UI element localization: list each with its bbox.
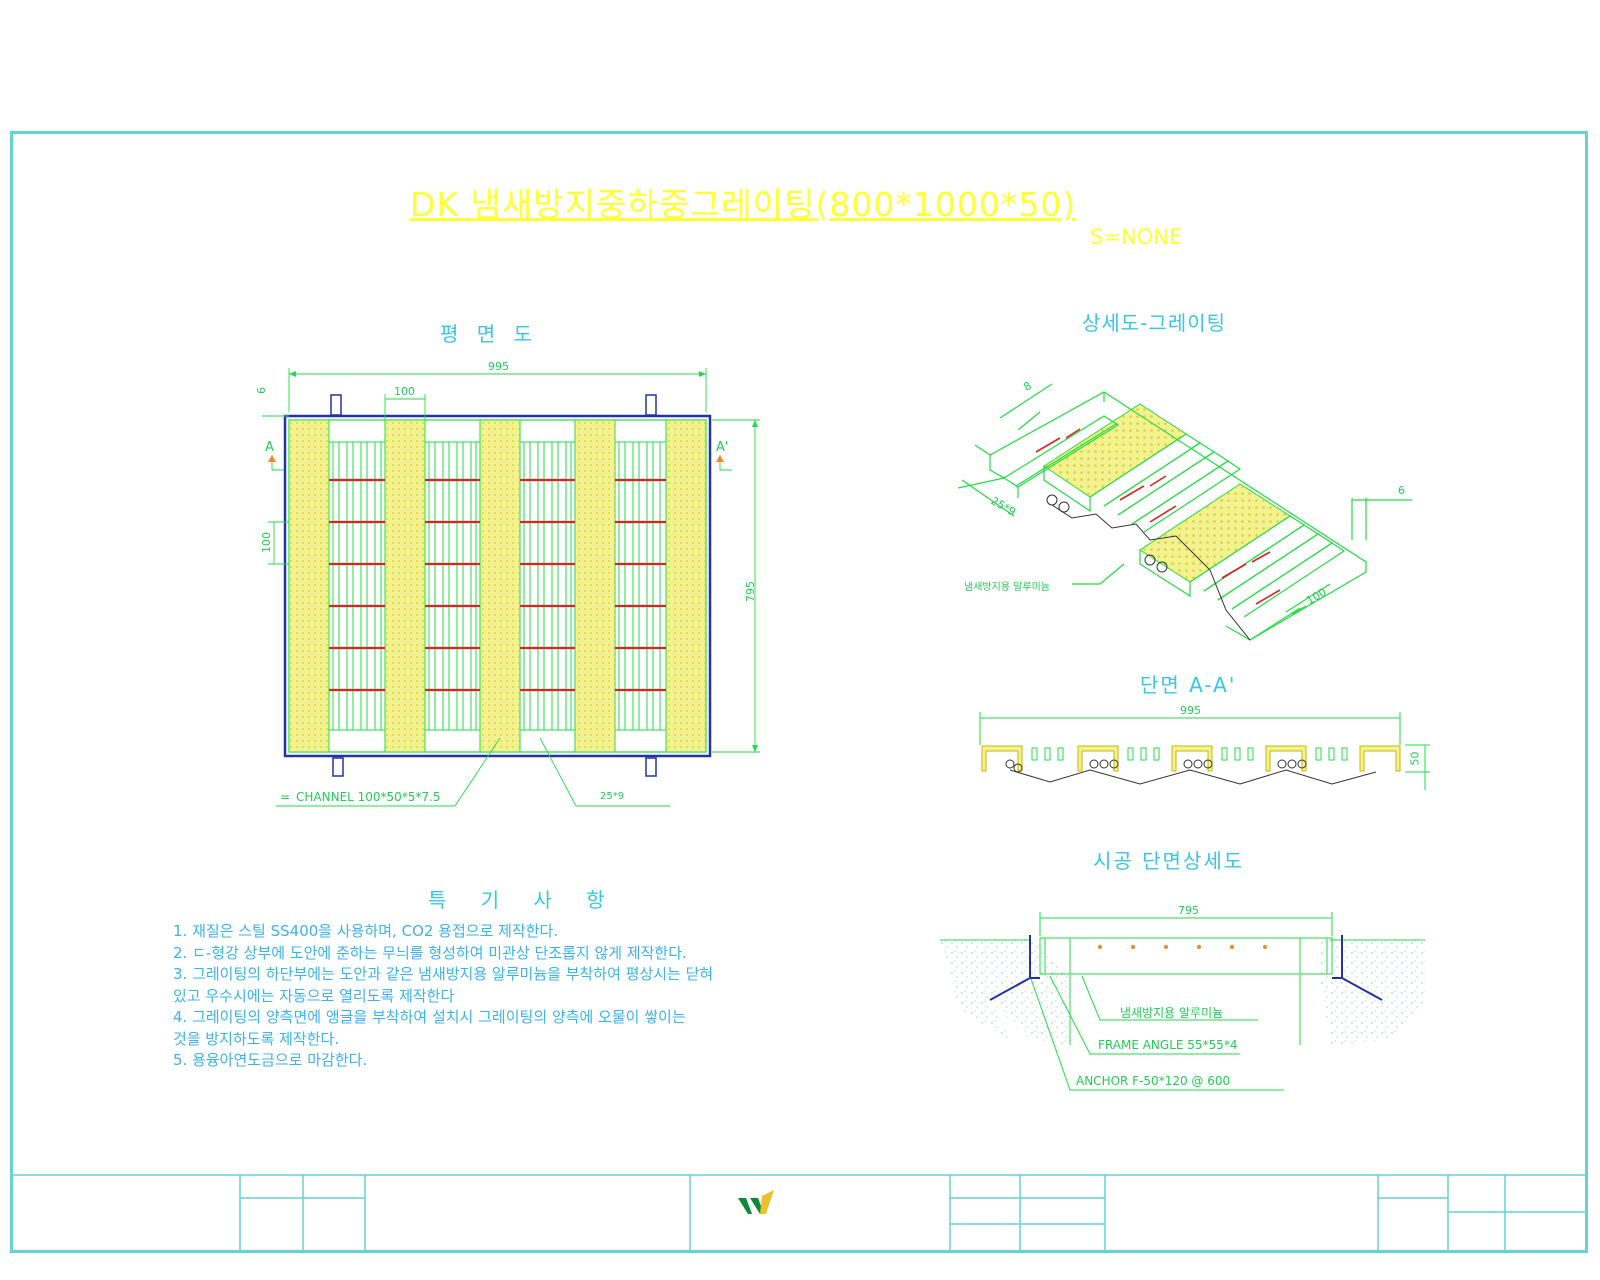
plan-callout-bar: 25*9 (600, 791, 625, 802)
plan-view-title: 평 면 도 (440, 322, 538, 346)
install-view-title: 시공 단면상세도 (1093, 849, 1245, 873)
company-logo (738, 1190, 774, 1214)
drawing-title: DK 냄새방지중하중그레이팅(800*1000*50) (410, 185, 1077, 224)
note-item: 2. ㄷ-형강 상부에 도안에 준하는 무늬를 형성하여 미관상 단조롭지 않게… (173, 943, 687, 962)
plan-callout-channel-symbol: = (280, 790, 291, 804)
notes-title: 특 기 사 항 (428, 888, 619, 912)
drawing-frame (10, 131, 1588, 1253)
drawing-scale: S=NONE (1090, 225, 1183, 249)
note-item: 1. 재질은 스틸 SS400을 사용하며, CO2 용접으로 제작한다. (173, 922, 559, 940)
plan-callout-channel: CHANNEL 100*50*5*7.5 (296, 790, 441, 804)
install-callout-flap: 냄새방지용 알루미늄 (1120, 1006, 1224, 1020)
note-item: 5. 용융아연도금으로 마감한다. (173, 1051, 368, 1069)
detail-callout-flap: 냄새방지용 알루미늄 (964, 582, 1050, 593)
section-dim-width: 995 (1180, 704, 1201, 717)
plan-dim-width: 995 (488, 360, 509, 373)
detail-dim-right: 6 (1398, 484, 1405, 497)
note-item: 4. 그레이팅의 양측면에 앵글을 부착하여 설치시 그레이팅의 양측에 오물이… (173, 1008, 686, 1026)
install-dim-width: 795 (1178, 904, 1199, 917)
detail-view-title: 상세도-그레이팅 (1082, 311, 1227, 335)
plan-section-marker-left: A (265, 440, 274, 455)
install-callout-anchor: ANCHOR F-50*120 @ 600 (1076, 1074, 1231, 1088)
note-item: 3. 그레이팅의 하단부에는 도안과 같은 냄새방지용 알루미늄을 부착하여 평… (173, 965, 714, 983)
install-callout-frame: FRAME ANGLE 55*55*4 (1098, 1038, 1238, 1052)
plan-dim-pitch-top: 100 (394, 385, 415, 398)
notes-list: 1. 재질은 스틸 SS400을 사용하며, CO2 용접으로 제작한다. 2.… (173, 921, 873, 1072)
plan-section-marker-right: A' (716, 440, 729, 455)
section-view-title: 단면 A-A' (1140, 673, 1237, 697)
note-item: 것을 방지하도록 제작한다. (173, 1029, 340, 1048)
note-item: 있고 우수시에는 자동으로 열리도록 제작한다 (173, 986, 455, 1005)
